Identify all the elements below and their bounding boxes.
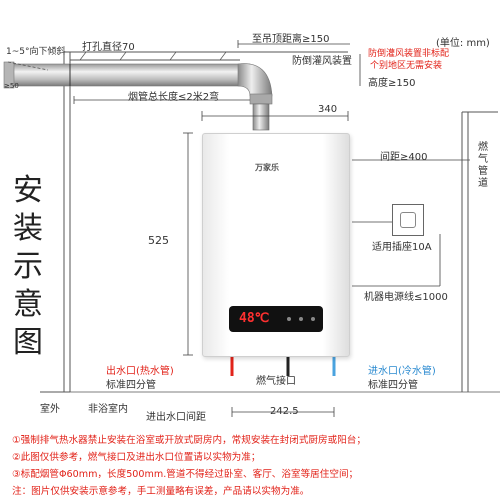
left-wall-dim: ≥50 [4,82,19,90]
temperature-display: 48℃ [239,311,270,326]
vertical-title: 安装示意图 [13,173,43,360]
ceiling-hatch [169,51,177,61]
to-ceiling-label: 至吊顶距离≥150 [252,34,330,45]
inlet-paren: (冷水管) [398,366,436,377]
flue-collar [249,93,273,105]
outlet-title: 出水口 [106,366,136,377]
anti-wind-label: 防倒灌风装置 [292,56,352,67]
inlet-label: 进水口(冷水管) [368,362,436,377]
panel-button [311,317,315,321]
note-1: ①强制排气热水器禁止安装在浴室或开放式厨房内，常规安装在封闭式厨房或阳台； [12,435,366,446]
socket-face [400,212,416,228]
power-cord-label: 机器电源线≤1000 [364,292,448,303]
panel-button [299,317,303,321]
tilt-label: 1~5°向下倾斜 [6,47,66,57]
outlet-spec: 标准四分管 [106,380,156,391]
panel-button [287,317,291,321]
tilt-guide-line [7,61,49,71]
hole-diameter-label: 打孔直径70 [82,42,135,53]
power-socket-icon [392,204,424,236]
note-2: ②此图仅供参考，燃气接口及进出水口位置请以实物为准； [12,452,261,463]
control-panel: 48℃ [229,306,323,332]
inlet-title: 进水口 [368,366,398,377]
brand-logo: 万家乐 [255,163,279,172]
anti-wind-note-1: 防倒灌风装置非标配 [368,49,450,59]
indoor-label: 非浴室内 [88,404,128,415]
width-340-label: 340 [318,104,338,115]
water-heater: 万家乐 48℃ [202,133,350,357]
notes-section: ①强制排气热水器禁止安装在浴室或开放式厨房内，常规安装在封闭式厨房或阳台； ②此… [0,432,500,500]
flue-pipe-horizontal [9,63,251,87]
inlet-spec: 标准四分管 [368,380,418,391]
height-label: 高度≥150 [368,78,416,89]
note-3: ③标配烟管Φ60mm，长度500mm.管道不得经过卧室、客厅、浴室等居住空间； [12,469,359,480]
unit-label: (单位: mm) [436,38,490,49]
anti-wind-note-2: 个别地区无需安装 [370,61,443,71]
gas-inlet-label: 燃气接口 [256,376,296,387]
flue-elbow [237,63,273,97]
outlet-label: 出水口(热水管) [106,362,174,377]
pipe-spacing-value: 242.5 [270,406,299,417]
gas-pipe-right-label: 燃气管道 [478,142,488,189]
ceiling-hatch [119,51,127,61]
outdoor-label: 室外 [40,404,60,415]
anti-wind-device [252,103,270,131]
flue-length-label: 烟管总长度≤2米2弯 [128,92,220,103]
outlet-paren: (热水管) [136,366,174,377]
height-525-label: 525 [148,234,169,247]
note-4: 注：图片仅供安装示意参考，手工测量略有误差，产品请以实物为准。 [12,486,310,497]
ceiling-hatch [219,51,227,61]
spacing-label: 间距≥400 [380,152,428,163]
socket-label: 适用插座10A [372,242,432,253]
ceiling-hatch [79,51,87,61]
pipe-spacing-label: 进出水口间距 [146,412,206,423]
